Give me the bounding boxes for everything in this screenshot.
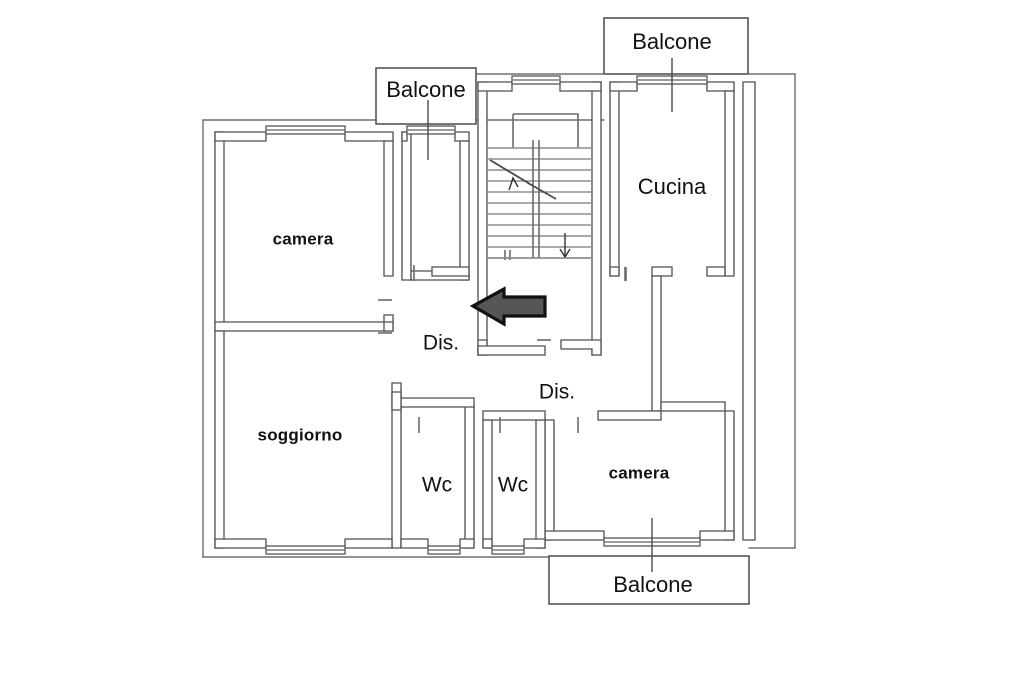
room-label-dis-lower: Dis. bbox=[539, 381, 575, 404]
room-label-camera-bottom: camera bbox=[609, 463, 670, 482]
balcony-bottom bbox=[548, 555, 750, 605]
room-wc-left bbox=[391, 391, 475, 555]
room-label-soggiorno: soggiorno bbox=[258, 425, 343, 444]
room-camera-top-left bbox=[214, 125, 394, 332]
room-soggiorno bbox=[214, 321, 402, 555]
room-label-wc-right: Wc bbox=[498, 474, 528, 497]
room-label-camera-top-left: camera bbox=[273, 229, 334, 248]
balcony-label-bottom: Balcone bbox=[613, 572, 693, 597]
corridor-walls bbox=[378, 265, 627, 433]
balcony-label-top-left: Balcone bbox=[386, 77, 466, 102]
balcony-top-left bbox=[375, 67, 477, 125]
right-corridor bbox=[742, 81, 756, 541]
partition-right-block bbox=[597, 275, 726, 421]
room-label-wc-left: Wc bbox=[422, 474, 452, 497]
room-wc-right bbox=[482, 410, 546, 555]
room-balcony-access-left bbox=[401, 100, 470, 281]
balcony-label-top-right: Balcone bbox=[632, 29, 712, 54]
perimeter-walls bbox=[202, 73, 796, 558]
room-cucina bbox=[609, 58, 735, 281]
room-camera-bottom-right bbox=[544, 410, 735, 572]
room-label-cucina: Cucina bbox=[638, 174, 707, 199]
entry-direction-arrow bbox=[469, 286, 547, 327]
room-label-dis-upper: Dis. bbox=[423, 332, 459, 355]
